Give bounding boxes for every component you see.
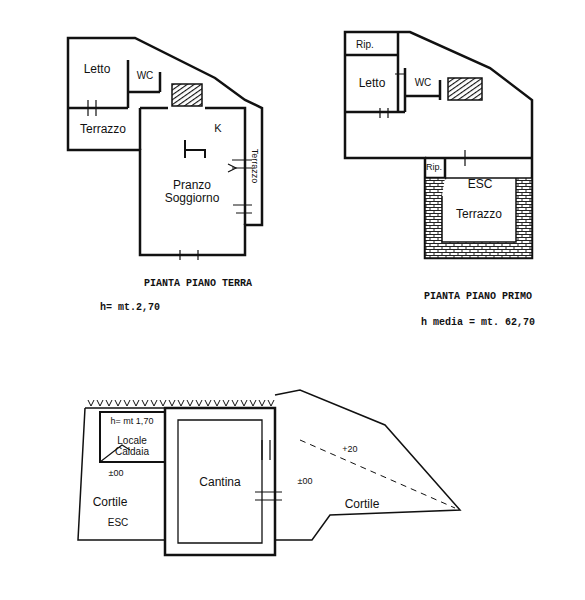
room-label: K [214,122,221,134]
hatch-stroke [151,400,157,406]
room-label: Terrazzo [456,208,502,221]
hatch-stroke [232,400,238,406]
ground-floor-outline [68,38,262,255]
hatch-stroke [169,400,175,406]
ground-line-hatch [88,400,274,406]
hatch-stroke [196,400,202,406]
height-note: h= mt 1,70 [111,417,154,427]
room-label: Pranzo Soggiorno [152,179,232,205]
hatch-stroke [241,400,247,406]
hatch-stroke [187,400,193,406]
cellar-inner [178,420,262,543]
hatch-stroke [160,400,166,406]
courtyard-left [78,408,165,540]
room-label: Rip. [426,163,442,173]
hatch-stroke [250,400,256,406]
room-label: Terrazzo [80,123,126,136]
room-label: Cortile [93,496,128,509]
height-note: h= mt.2,70 [100,302,160,313]
cellar [165,408,275,555]
first-floor-outline [345,32,532,258]
hatch-stroke [97,400,103,406]
level-mark: +20 [342,445,357,455]
room-label: Letto [359,77,386,90]
wall [345,32,532,178]
hatch-stroke [133,400,139,406]
room-label: Locale Caldaia [102,435,162,457]
room-label: Terrazzo [249,149,259,184]
hatch-stroke [214,400,220,406]
hatch-stroke [106,400,112,406]
boiler-room [100,412,165,462]
hatch-stroke [268,400,274,406]
plan-title: PIANTA PIANO PRIMO [424,291,532,302]
courtyard-right [275,390,460,540]
staircase [448,78,482,100]
staircase [172,84,202,106]
wall [68,60,245,225]
level-mark: ±00 [298,477,313,487]
room-label: WC [415,77,432,88]
room-label: Cortile [345,498,380,511]
level-mark: ±00 [109,469,124,479]
door [255,440,282,500]
hatch-stroke [88,400,94,406]
plan-title: PIANTA PIANO TERRA [144,278,252,289]
terrace-parapet [425,178,532,258]
hatch-stroke [142,400,148,406]
hatch-stroke [178,400,184,406]
hatch-stroke [124,400,130,406]
height-note: h media = mt. 62,70 [421,317,535,328]
door [380,74,465,166]
room-label: Letto [84,63,111,76]
hatch-stroke [115,400,121,406]
arrow-mark [228,164,236,172]
kitchen-partition [185,140,205,158]
room-label: WC [137,70,154,81]
room-label: ESC [468,178,493,191]
hatch-stroke [259,400,265,406]
hatch-stroke [223,400,229,406]
hatch-stroke [205,400,211,406]
room-label: Rip. [356,39,374,50]
room-label: Cantina [199,476,240,489]
room-label: ESC [108,517,129,528]
